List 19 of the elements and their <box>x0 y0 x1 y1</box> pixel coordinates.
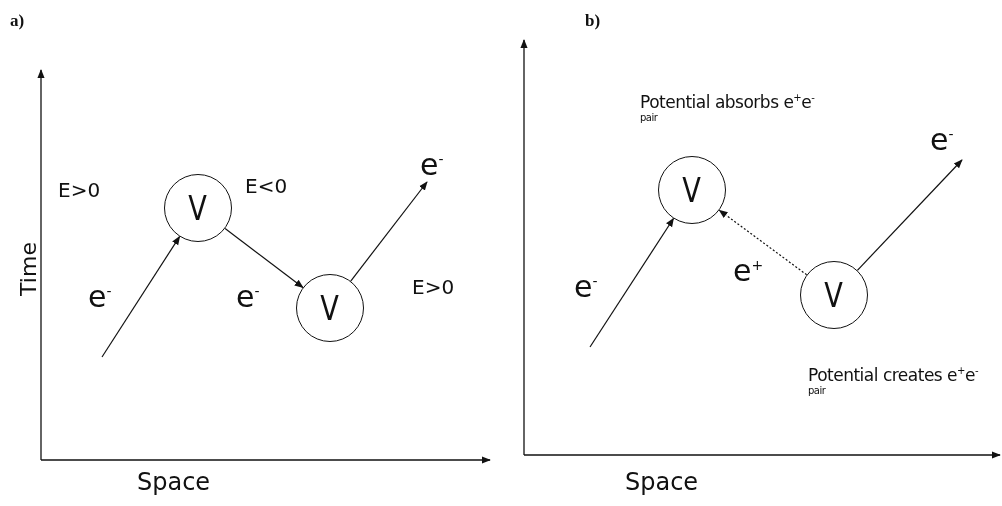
node-label: V <box>682 173 702 207</box>
label-text: E>0 <box>412 277 455 297</box>
arrow <box>101 235 181 358</box>
node-label: V <box>824 278 844 312</box>
arrow <box>589 217 675 348</box>
label-text: b) <box>585 12 601 29</box>
label-text: Space <box>625 470 699 494</box>
node-label: V <box>188 191 208 225</box>
arrow <box>718 209 808 276</box>
node-label: V <box>320 291 340 325</box>
arrow <box>856 159 963 271</box>
label-text: a) <box>10 12 25 29</box>
axis-title: Time <box>17 242 40 296</box>
label-text: Space <box>137 470 211 494</box>
label-text: E<0 <box>245 176 288 196</box>
label-text: E>0 <box>58 180 101 200</box>
arrow <box>224 227 304 289</box>
potential-circle <box>800 261 868 329</box>
arrow <box>350 181 428 282</box>
